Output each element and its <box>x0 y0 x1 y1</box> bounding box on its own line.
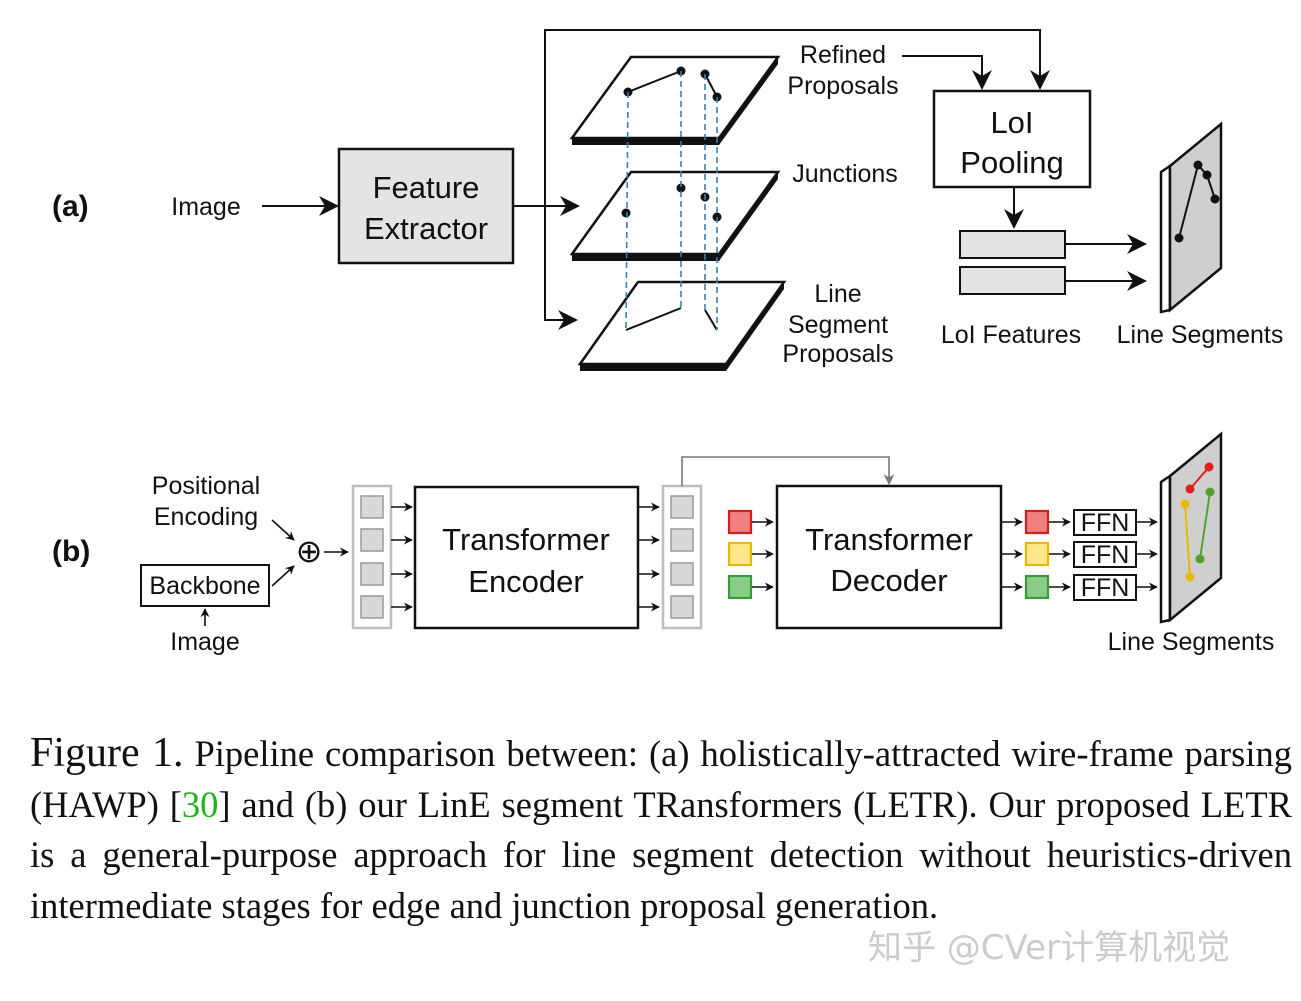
pos-to-plus-arrow <box>271 519 295 541</box>
lsp-label-3: Proposals <box>782 340 893 368</box>
backbone-to-plus-arrow <box>271 565 295 587</box>
loi-pooling-label-1: LoI <box>990 105 1033 140</box>
transformer-decoder-box <box>775 484 1003 630</box>
caption-label: Figure 1. <box>30 730 184 776</box>
output-tokens <box>1024 509 1050 600</box>
lsp-label-2: Segment <box>788 311 888 339</box>
refined-label-1: Refined <box>800 41 886 69</box>
line-segments-output-b <box>1159 431 1223 624</box>
watermark: 知乎 @CVer计算机视觉 <box>868 928 1231 968</box>
input-token-arrows <box>391 502 413 612</box>
figure-caption: Figure 1. Pipeline comparison between: (… <box>30 728 1292 931</box>
panel-b: (b) Positional Encoding Backbone Image ⊕… <box>52 431 1275 656</box>
projection-lines <box>625 71 718 331</box>
backbone-label: Backbone <box>149 572 260 600</box>
decoder-label-2: Decoder <box>830 563 947 598</box>
lsp-label-1: Line <box>814 280 861 308</box>
loi-feature-bar-2 <box>959 266 1066 295</box>
junctions-plane <box>569 170 781 261</box>
ffn-label-3: FFN <box>1081 574 1130 602</box>
feature-extractor-label-2: Extractor <box>364 211 488 246</box>
loi-feature-bar-1 <box>959 230 1066 259</box>
citation-link[interactable]: 30 <box>181 783 219 825</box>
refined-label-2: Proposals <box>787 72 898 100</box>
line-proposals-plane <box>577 280 787 371</box>
positional-label-2: Encoding <box>154 503 258 531</box>
refined-proposals-plane <box>569 55 781 145</box>
image-label-a: Image <box>171 193 240 221</box>
ffn-label-1: FFN <box>1081 509 1130 537</box>
loi-pooling-box <box>932 89 1092 189</box>
loi-features-label: LoI Features <box>941 321 1081 349</box>
memory-to-decoder-arrow <box>681 456 895 486</box>
line-segments-label-b: Line Segments <box>1108 628 1275 656</box>
panel-b-label: (b) <box>52 535 90 568</box>
pipeline-diagram: (a) Image Feature Extractor <box>52 29 1284 656</box>
encoder-label-1: Transformer <box>442 522 610 557</box>
decoder-out-arrows <box>1001 517 1023 592</box>
ffn-out-arrows <box>1136 517 1158 592</box>
positional-label-1: Positional <box>152 472 260 500</box>
ffn-box-1 <box>1073 509 1137 536</box>
output-token-arrows <box>1049 517 1071 592</box>
junctions-label: Junctions <box>792 160 898 188</box>
line-segments-label-a: Line Segments <box>1117 321 1284 349</box>
refined-to-pooling-arrow <box>902 55 992 90</box>
ffn-box-3 <box>1073 574 1137 601</box>
decoder-label-1: Transformer <box>805 522 973 557</box>
image-label-b: Image <box>170 628 239 656</box>
line-segments-output-a <box>1159 121 1223 314</box>
encoder-label-2: Encoder <box>468 564 583 599</box>
memory-tokens <box>670 495 694 619</box>
query-tokens <box>727 509 753 600</box>
ffn-label-2: FFN <box>1081 541 1130 569</box>
backbone-box <box>140 564 270 607</box>
to-loi-pooling-arrow <box>544 29 1050 206</box>
panel-a: (a) Image Feature Extractor <box>52 29 1284 371</box>
transformer-encoder-box <box>413 485 640 630</box>
query-arrows <box>752 517 774 592</box>
loi-pooling-label-2: Pooling <box>960 145 1063 180</box>
input-tokens <box>360 495 384 619</box>
caption-text-2: ] and (b) our LinE segment TRansformers … <box>30 783 1292 926</box>
caption-text-1: Pipeline comparison between: (a) holisti… <box>30 733 1292 825</box>
encoder-out-arrows <box>638 502 660 612</box>
to-line-proposals-arrow <box>544 206 578 330</box>
panel-a-label: (a) <box>52 190 89 223</box>
feature-extractor-label-1: Feature <box>373 170 480 205</box>
plus-symbol: ⊕ <box>296 533 323 569</box>
